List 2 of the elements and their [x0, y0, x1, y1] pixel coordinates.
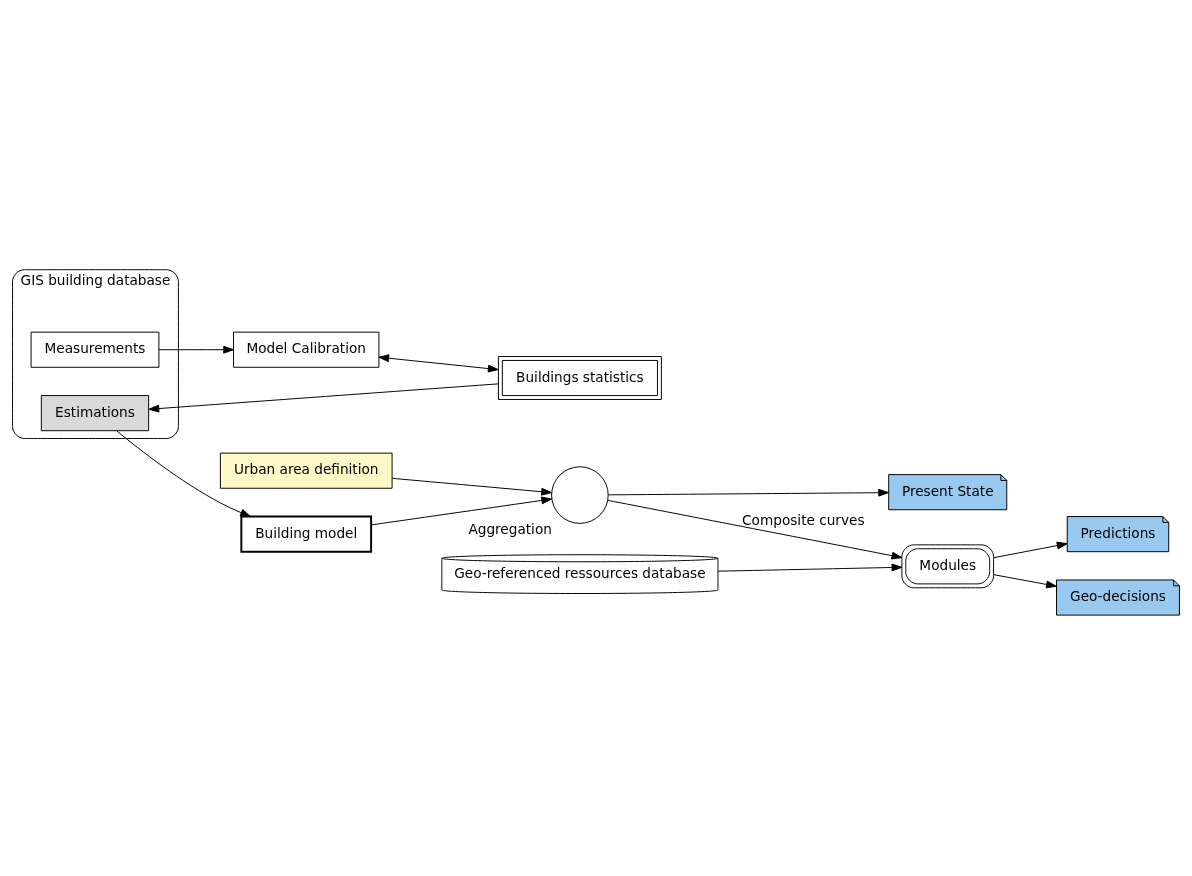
- node-label: Aggregation: [468, 520, 552, 537]
- edge-label: Composite curves: [742, 511, 865, 528]
